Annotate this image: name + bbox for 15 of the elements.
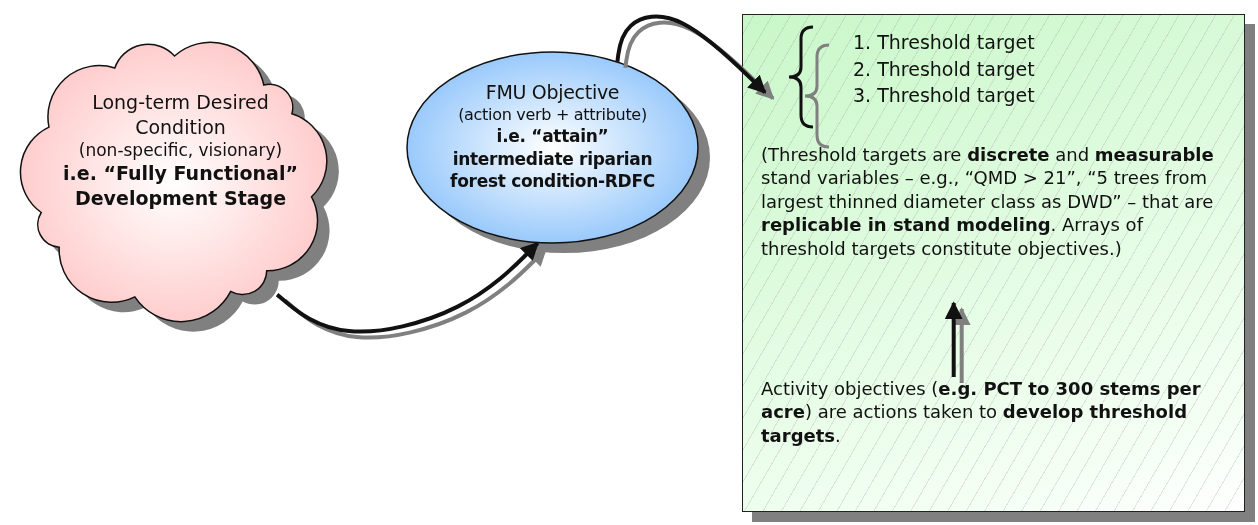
cloud-text: Long-term Desired Condition <box>91 90 270 140</box>
list-item: 2. Threshold target <box>853 56 1036 82</box>
paragraph: (Threshold targets are discrete and measurable stand variables – e.g., “QMD > 21”, “5 trees from largest thinned diameter class as DWD” – that are replicable in stand modeling. Arrays of threshold targets constitute objectives.) <box>761 143 1215 260</box>
arrow <box>275 241 540 334</box>
list-item: 3. Threshold target <box>853 83 1036 109</box>
arrow <box>944 301 963 377</box>
list-item: 1. Threshold target <box>853 30 1036 55</box>
ellipse-text: FMU Objective <box>484 80 621 105</box>
arrow-shadow <box>623 20 775 100</box>
ellipse-text: (action verb + attribute) <box>457 104 648 126</box>
cloud-text: i.e. “Fully Functional” Development Stage <box>62 161 299 211</box>
paragraph: Activity objectives (e.g. PCT to 300 stems per acre) are actions taken to develop threshold targets. <box>761 377 1202 448</box>
ellipse-text: i.e. “attain” intermediate riparian forest condition-RDFC <box>449 125 656 192</box>
arrow <box>615 14 767 94</box>
cloud-text: (non-specific, visionary) <box>77 139 284 162</box>
